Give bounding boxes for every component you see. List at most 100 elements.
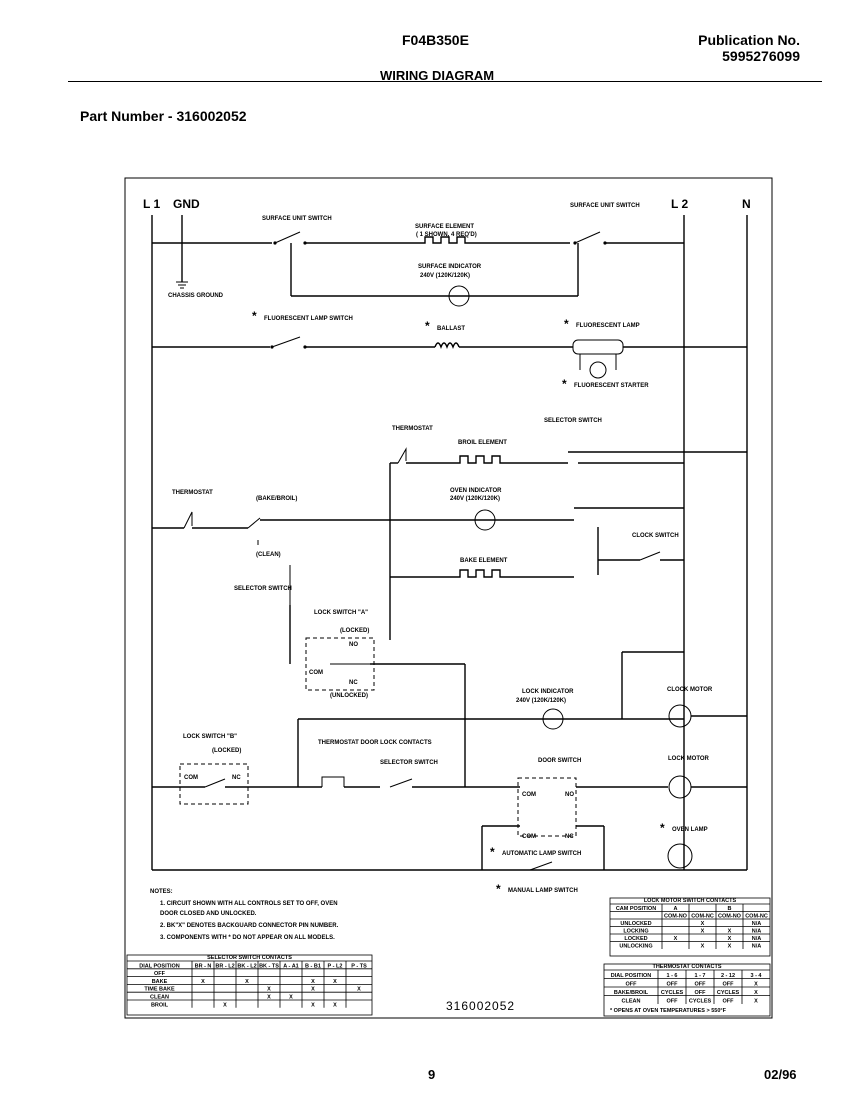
selector-table-cell: DIAL POSITION [139,963,180,969]
lock-table-cell: X [701,921,705,927]
door-nc: NC [565,834,574,840]
thermo-table-cell: X [754,999,758,1005]
fluor-switch [270,336,307,349]
thermostat-top-label: THERMOSTAT [392,426,433,432]
selector-table-cell: X [333,1002,337,1008]
surface-indicator-lamp-icon [448,285,470,307]
thermo-table-cell: OFF [723,999,735,1005]
gnd-label: GND [173,197,200,211]
selector-table-cell: P - TS [351,963,367,969]
selector-table-cell: X [357,987,361,993]
lock-table-cell: COM-NO [718,914,742,920]
selector-switch-table: SELECTOR SWITCH CONTACTS DIAL POSITION BR … [126,954,373,1016]
ballast-label: BALLAST [437,326,465,332]
bake-broil-label: (BAKE/BROIL) [256,496,297,502]
thermo-table-cell: OFF [723,982,735,988]
lock-switch-b-box [179,763,249,805]
l1-label: L 1 [143,197,160,211]
oven-indicator-sub: 240V (120K/120K) [450,496,500,502]
bake-element-icon [455,569,505,578]
thermo-table-cell: 1 - 7 [694,973,705,979]
thermo-table-cell: CYCLES [717,990,740,996]
fluor-starter-label: FLUORESCENT STARTER [574,383,649,389]
lock-table-cell: X [674,936,678,942]
fluor-lamp-star: * [564,317,569,331]
selector-table-cell: BROIL [151,1002,169,1008]
selector-table-cell: BK - TS [259,963,279,969]
footer-date: 02/96 [764,1067,797,1082]
lock-b-com: COM [184,775,198,781]
surface-indicator-label: SURFACE INDICATOR [418,264,482,270]
thermo-table-cell: OFF [667,982,679,988]
clock-switch-label: CLOCK SWITCH [632,533,679,539]
fluor-lamp-label: FLUORESCENT LAMP [576,323,640,329]
model-number: F04B350E [402,32,469,48]
door-com: COM [522,792,536,798]
lock-a-com: COM [309,670,323,676]
notes-title: NOTES: [150,889,173,895]
fluor-lamp-icon [572,339,624,355]
lock-table-cell: N/A [752,921,762,927]
surface-switch-left-label: SURFACE UNIT SWITCH [262,216,332,222]
thermostat-left-label: THERMOSTAT [172,490,213,496]
lock-indicator-sub: 240V (120K/120K) [516,698,566,704]
ballast-star: * [425,319,430,333]
l2-label: L 2 [671,197,688,211]
lock-table-cell: X [728,936,732,942]
auto-lamp-switch-label: AUTOMATIC LAMP SWITCH [502,851,581,857]
thermo-table-title: THERMOSTAT CONTACTS [652,964,721,970]
footer-code: 316002052 [446,999,515,1013]
clock-motor-label: CLOCK MOTOR [667,687,713,693]
surface-switch-right-label: SURFACE UNIT SWITCH [570,203,640,209]
selector-table-cell: X [311,979,315,985]
fluor-starter-star: * [562,377,567,391]
surface-switch-right [573,231,607,245]
thermo-table-cell: 3 - 4 [750,973,762,979]
clock-motor-icon [668,704,692,728]
lock-indicator-lamp-icon [542,708,564,730]
lock-table-cell: B [728,906,732,912]
lock-table-cell: X [728,944,732,950]
thermo-table-cell: BAKE/BROIL [614,990,649,996]
door-switch-label: DOOR SWITCH [538,758,581,764]
fluor-starter-icon [589,361,607,379]
lock-table-cell: LOCKED [624,936,647,942]
lock-table-cell: X [728,929,732,935]
note-3: 3. COMPONENTS WITH * DO NOT APPEAR ON AL… [160,935,335,941]
lock-switch-a-label: LOCK SWITCH "A" [314,610,368,616]
selector-table-cell: X [267,987,271,993]
selector-switch-left-label: SELECTOR SWITCH [234,586,292,592]
manual-lamp-contact [529,861,553,871]
selector-switch-top-label: SELECTOR SWITCH [544,418,602,424]
clean-label: (CLEAN) [256,552,281,558]
note-1: 1. CIRCUIT SHOWN WITH ALL CONTROLS SET T… [160,901,338,907]
lock-indicator-label: LOCK INDICATOR [522,689,574,695]
thermo-table-cell: CYCLES [689,999,712,1005]
selector-table-cell: TIME BAKE [144,987,175,993]
selector-table-cell: X [311,1002,315,1008]
clock-switch-contact [639,551,661,561]
note-2: 2. BK"X" DENOTES BACKGUARD CONNECTOR PIN… [160,923,339,929]
lock-a-no: NO [349,642,358,648]
part-number: Part Number - 316002052 [80,108,247,124]
diagram-border [124,177,773,1019]
lock-table-cell: N/A [752,929,762,935]
thermo-table-cell: OFF [667,999,679,1005]
n-label: N [742,197,751,211]
selector-table-cell: OFF [154,971,166,977]
selector-table-title: SELECTOR SWITCH CONTACTS [207,955,292,961]
lock-table-cell: COM-NC [691,914,714,920]
selector-table-cell: P - L2 [328,963,343,969]
thermostat-top-icon [397,447,407,464]
selector-table-cell: X [311,987,315,993]
oven-lamp-icon [667,843,693,869]
manual-lamp-switch-label: MANUAL LAMP SWITCH [508,888,578,894]
oven-lamp-star: * [660,821,665,835]
lock-table-cell: CAM POSITION [616,906,656,912]
fluor-switch-label: FLUORESCENT LAMP SWITCH [264,316,353,322]
selector-table-cell: BR - L2 [215,963,234,969]
ballast-icon [434,342,460,349]
selector-bottom-contact [389,778,413,788]
